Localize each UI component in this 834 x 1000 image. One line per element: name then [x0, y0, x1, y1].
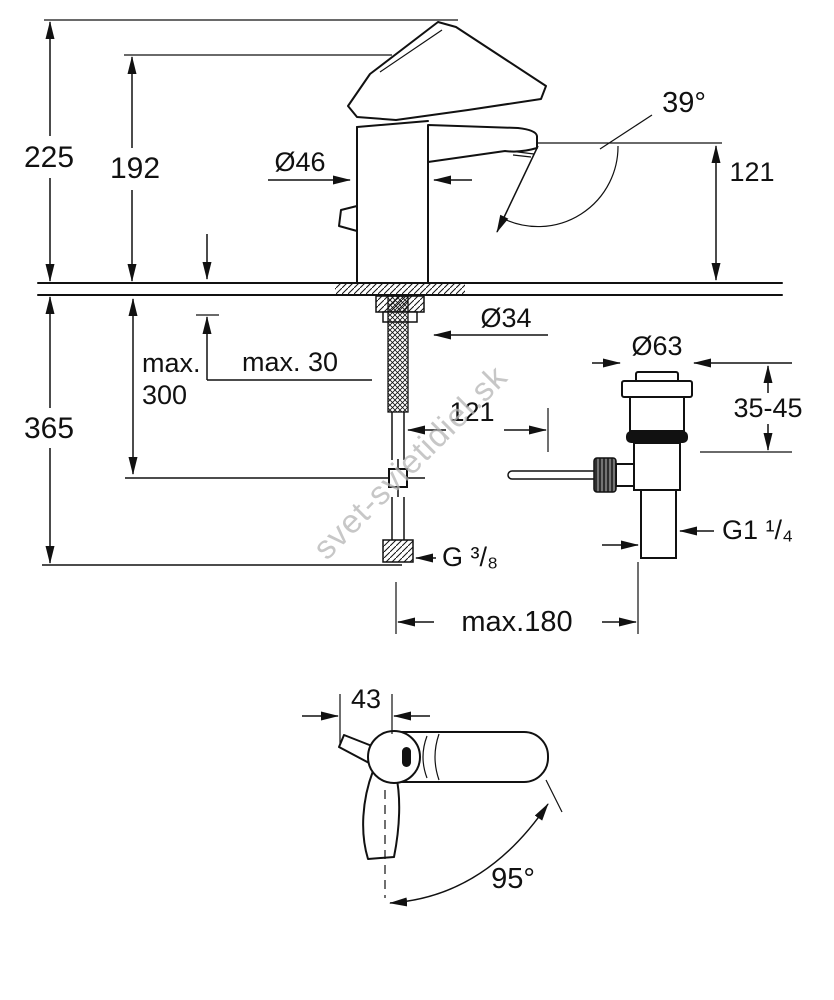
side-bracket: [338, 205, 358, 232]
lever-neck-lines: [422, 733, 440, 781]
dim-hose-length: max. 300: [128, 298, 201, 475]
pull-rod: [507, 470, 594, 480]
dim-below-counter-label: 365: [24, 412, 74, 445]
dim-below-counter: 365: [24, 296, 74, 564]
dim-height-body-label: 192: [110, 152, 160, 185]
dim-handle-width-label: 43: [351, 684, 381, 714]
dim-hose-length-label-1: max.: [142, 348, 201, 378]
dim-waste-thread: G1 ¹/₄: [602, 515, 793, 550]
counter-hatch: [335, 283, 465, 295]
aerator: [509, 150, 535, 158]
lever-inner-line: [379, 29, 443, 73]
dim-hole-diameter-label: Ø34: [480, 303, 531, 333]
handle-slot: [402, 747, 411, 767]
dim-hose-length-label-2: 300: [142, 380, 187, 410]
pop-up-waste: [507, 371, 693, 559]
dim-height-total-label: 225: [24, 141, 74, 174]
waste-body-lower: [633, 442, 681, 491]
dim-waste-diameter: Ø63: [592, 331, 792, 368]
dim-height-total: 225: [24, 19, 458, 282]
supply-hose-upper: [391, 412, 405, 460]
dim-max-distance: max.180: [395, 562, 639, 638]
dim-spout-height: 121: [711, 145, 775, 281]
dim-height-body: 192: [110, 54, 392, 282]
dim-max-distance-label: max.180: [461, 606, 572, 638]
dim-body-diameter: Ø46: [268, 147, 472, 185]
dim-max-thickness: max. 30: [196, 234, 372, 381]
dim-waste-thread-label: G1 ¹/₄: [722, 515, 793, 545]
handle-cap-top-view: [367, 730, 421, 784]
dim-swivel-angle: 95°: [389, 779, 563, 907]
lever-handle: [347, 21, 547, 121]
under-counter-assembly: [42, 295, 425, 566]
dim-hose-thread-label: G ³/₈: [442, 542, 498, 572]
dim-waste-diameter-label: Ø63: [631, 331, 682, 361]
dim-offset-to-waste: 121: [407, 397, 549, 452]
faucet-side-view: [338, 21, 547, 284]
rod-connector: [615, 463, 635, 487]
counter-surface: [37, 282, 783, 296]
dim-clamp-range-label: 35-45: [733, 393, 802, 423]
hose-nut: [382, 539, 414, 563]
knurled-knob: [593, 457, 617, 493]
dim-offset-to-waste-label: 121: [449, 397, 494, 427]
spout-body-top-view: [362, 770, 401, 860]
spout-tip-top-view: [338, 734, 373, 765]
dim-spout-angle-label: 39°: [662, 87, 706, 119]
waste-seal-ring: [626, 431, 688, 443]
dim-swivel-angle-label: 95°: [491, 863, 535, 895]
dim-spout-height-label: 121: [729, 157, 774, 187]
watermark-text: svet-svietidiel.sk: [305, 357, 514, 566]
dim-hose-thread: G ³/₈: [415, 542, 498, 572]
waste-body-upper: [629, 396, 685, 432]
dim-spout-angle: 39°: [496, 87, 722, 233]
dim-handle-width: 43: [302, 684, 430, 744]
waste-flange: [621, 380, 693, 398]
dim-clamp-range: 35-45: [700, 365, 803, 453]
threaded-rod: [387, 295, 409, 413]
supply-hose-lower: [391, 497, 405, 540]
waste-tailpiece: [640, 489, 677, 559]
dim-max-thickness-label: max. 30: [242, 347, 338, 377]
dim-hole-diameter: Ø34: [433, 303, 548, 340]
dim-body-diameter-label: Ø46: [274, 147, 325, 177]
